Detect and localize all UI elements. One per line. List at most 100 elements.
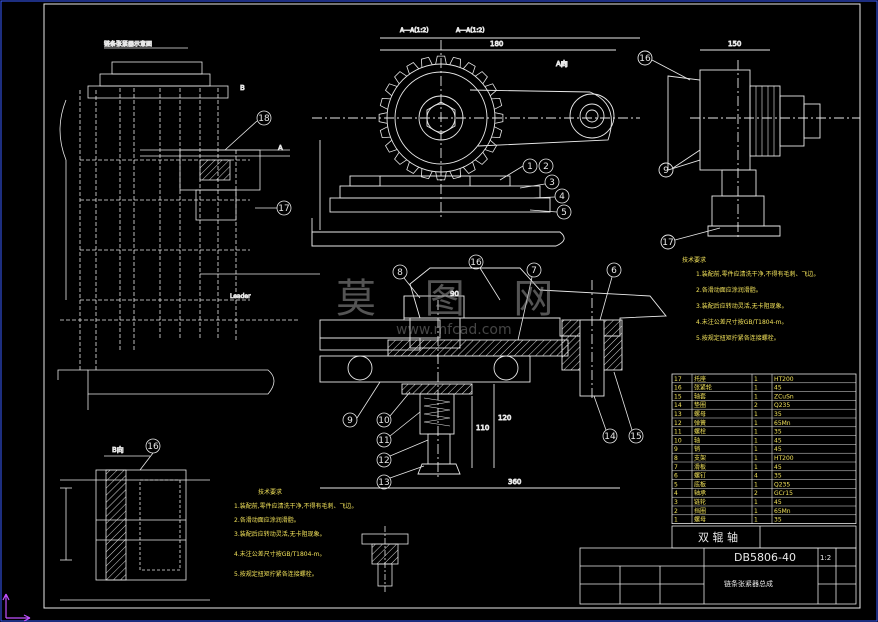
side-view: 150 xyxy=(637,40,860,250)
balloon-11: 11 xyxy=(378,436,389,446)
bom-cell: 底板 xyxy=(694,480,706,488)
title-part-name: 链条张紧器总成 xyxy=(724,579,773,588)
dim-120: 120 xyxy=(498,414,511,422)
bom-cell: 5 xyxy=(674,481,678,488)
bom-cell: 1 xyxy=(754,464,758,471)
bom-cell: 轴套 xyxy=(694,392,706,400)
sprocket-tooth xyxy=(384,139,398,153)
sprocket-tooth xyxy=(484,83,498,97)
balloon-13: 13 xyxy=(378,478,389,488)
dim-110: 110 xyxy=(476,424,489,432)
sprocket-tooth xyxy=(394,71,408,85)
svg-text:3.装配后应转动灵活,无卡阻现象。: 3.装配后应转动灵活,无卡阻现象。 xyxy=(234,530,326,538)
bom-cell: 轴承 xyxy=(694,489,706,497)
bom-cell: 45 xyxy=(774,385,782,392)
svg-text:2.各滑动面应涂润滑脂。: 2.各滑动面应涂润滑脂。 xyxy=(234,516,300,524)
svg-text:技术要求: 技术要求 xyxy=(258,488,282,496)
sprocket-tooth xyxy=(379,126,391,139)
balloon-2: 2 xyxy=(543,162,549,172)
bolt-detail xyxy=(361,526,409,594)
note-line-1: 1.装配前,零件应清洗干净,不得有毛刺、飞边。 xyxy=(696,270,820,278)
bom-cell: 2 xyxy=(674,508,678,515)
bom-cell: 2 xyxy=(754,402,758,409)
bom-cell: 15 xyxy=(674,393,682,400)
sprocket-tooth xyxy=(474,151,488,165)
sprocket-tooth xyxy=(449,56,462,68)
bom-cell: 45 xyxy=(774,464,782,471)
bom-cell: 6 xyxy=(674,473,678,480)
bom-cell: 1 xyxy=(754,455,758,462)
bom-cell: 螺栓 xyxy=(694,428,706,436)
bom-cell: 1 xyxy=(754,429,758,436)
sprocket-tooth xyxy=(491,126,503,139)
section-balloons xyxy=(342,254,644,490)
bom-cell: GCr15 xyxy=(774,490,793,497)
bom-cell: 1 xyxy=(754,420,758,427)
drawing-frame xyxy=(43,3,861,609)
sprocket-tooth xyxy=(420,56,433,68)
tech-notes-right: 技术要求 1.装配前,零件应清洗干净,不得有毛刺、飞边。 2.各滑动面应涂润滑脂… xyxy=(682,256,820,342)
balloon-9: 9 xyxy=(347,416,353,426)
balloon-1: 1 xyxy=(527,162,533,172)
balloon-16-bview: 16 xyxy=(147,442,159,452)
bom-cell: 9 xyxy=(674,446,678,453)
sprocket-tooth xyxy=(406,61,420,75)
balloon-18: 18 xyxy=(258,114,270,124)
b-view-detail: B向 xyxy=(60,438,210,601)
svg-text:5.按规定扭矩拧紧各连接螺栓。: 5.按规定扭矩拧紧各连接螺栓。 xyxy=(234,570,318,578)
sprocket-tooth xyxy=(420,168,433,180)
balloon-5: 5 xyxy=(561,208,567,218)
bom-cell: 1 xyxy=(754,376,758,383)
bom-cell: 45 xyxy=(774,499,782,506)
balloon-6: 6 xyxy=(611,266,617,276)
bom-cell: 35 xyxy=(774,411,782,418)
bom-cell: 张紧轮 xyxy=(694,384,712,392)
sprocket-tooth xyxy=(462,161,476,175)
bom-cell: 1 xyxy=(754,508,758,515)
note-line-4: 4.未注公差尺寸按GB/T1804-m。 xyxy=(696,318,787,326)
balloon-12: 12 xyxy=(378,456,389,466)
balloon-10: 10 xyxy=(378,416,390,426)
bom-cell: 12 xyxy=(674,420,682,427)
sprocket-tooth xyxy=(406,161,420,175)
note-line-2: 2.各滑动面应涂润滑脂。 xyxy=(696,286,762,294)
watermark-url: www.mfcad.com xyxy=(396,322,512,338)
dim-180: 180 xyxy=(490,40,503,48)
sprocket-tooth xyxy=(379,97,391,110)
bom-cell: 1 xyxy=(754,499,758,506)
sprocket-tooth xyxy=(462,61,476,75)
a-view-title: A向 xyxy=(556,59,568,68)
sprocket-tooth xyxy=(491,97,503,110)
b-section-mark: B xyxy=(240,84,245,92)
bom-cell: 1 xyxy=(754,393,758,400)
bom-cell: 35 xyxy=(774,473,782,480)
dim-90: 90 xyxy=(450,290,459,298)
sprocket-balloons xyxy=(499,158,572,220)
bom-cell: 11 xyxy=(674,429,682,436)
balloon-15: 15 xyxy=(630,432,641,442)
note-line-3: 3.装配后应转动灵活,无卡阻现象。 xyxy=(696,302,788,310)
watermark: 莫 图 网 xyxy=(336,276,571,322)
bom-cell: 销 xyxy=(694,445,700,453)
bom-cell: 托座 xyxy=(694,375,706,383)
bom-cell: 弹簧 xyxy=(694,419,706,427)
sprocket-tooth xyxy=(449,168,462,180)
bom-cell: Q235 xyxy=(774,402,790,409)
b-view-title: B向 xyxy=(112,445,124,454)
sprocket-tooth xyxy=(394,151,408,165)
bom-cell: 4 xyxy=(754,473,758,480)
bom-cell: 2 xyxy=(754,490,758,497)
balloon-3: 3 xyxy=(549,178,555,188)
bom-cell: 16 xyxy=(674,385,682,392)
sprocket-tooth xyxy=(494,112,504,124)
bom-cell: 45 xyxy=(774,437,782,444)
bom-cell: 1 xyxy=(754,411,758,418)
sprocket-tooth xyxy=(384,83,398,97)
ucs-icon xyxy=(2,593,31,622)
balloon-17-side: 17 xyxy=(662,238,673,248)
balloon-14: 14 xyxy=(604,432,616,442)
a-section-mark: A xyxy=(278,144,283,152)
bom-cell: 35 xyxy=(774,429,782,436)
title-company: 双 辊 轴 xyxy=(698,530,738,544)
